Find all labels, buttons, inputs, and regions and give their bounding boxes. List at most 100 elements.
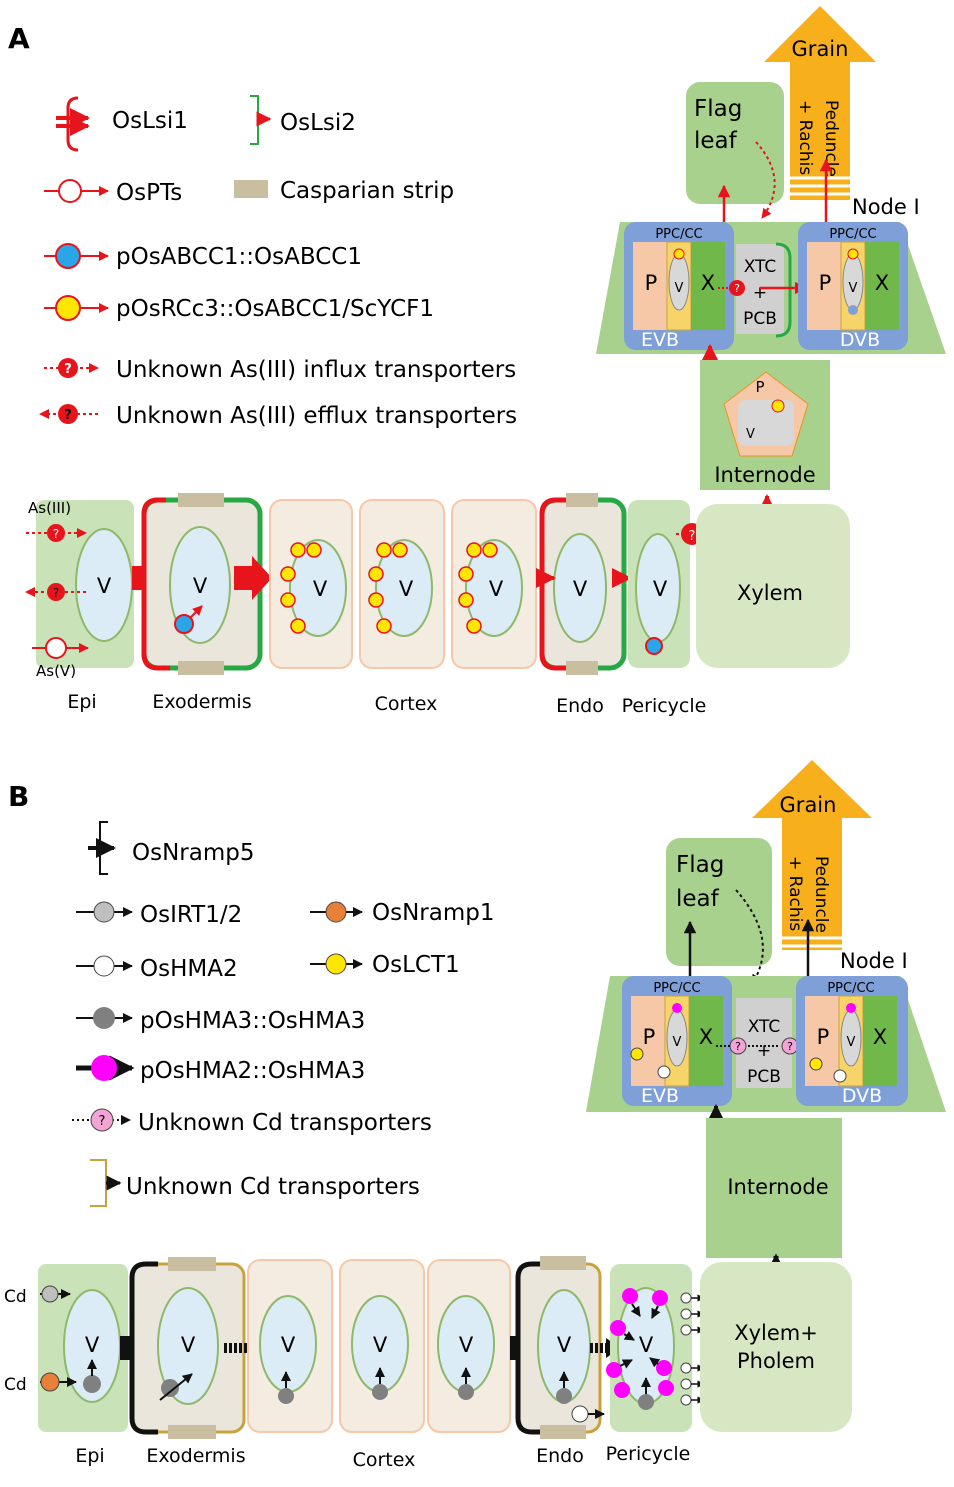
xylem-cell-b bbox=[700, 1262, 852, 1432]
epi-efflux-mark: ? bbox=[53, 586, 59, 600]
root-label-exo-a: Exodermis bbox=[152, 691, 251, 713]
flag-leaf-line2: leaf bbox=[694, 128, 738, 154]
cortex-v-a2: V bbox=[399, 577, 414, 601]
pcb-label-b: PCB bbox=[747, 1067, 781, 1087]
exo-v-b: V bbox=[181, 1333, 196, 1357]
lct1-symbol bbox=[325, 953, 347, 975]
legend-b: OsNramp5 OsIRT1/2 OsNramp1 OsHMA2 OsLCT1… bbox=[72, 821, 494, 1207]
dvb-p-b: P bbox=[817, 1025, 830, 1049]
dvb-ppc-b: PPC/CC bbox=[827, 981, 874, 996]
evb-label-b: EVB bbox=[641, 1085, 679, 1107]
legend-efflux: Unknown As(III) efflux transporters bbox=[116, 403, 517, 429]
dvb-v-b: V bbox=[847, 1035, 856, 1050]
flag-leaf-line2-b: leaf bbox=[676, 886, 720, 912]
epi-v-a: V bbox=[97, 574, 112, 598]
root-label-peri-b: Pericycle bbox=[606, 1443, 691, 1465]
flag-leaf-box-b bbox=[666, 838, 772, 966]
xtc-plus-b: + bbox=[757, 1041, 771, 1061]
internode-p: P bbox=[755, 378, 764, 396]
legend-influx: Unknown As(III) influx transporters bbox=[116, 357, 516, 383]
peri-v-a: V bbox=[653, 577, 668, 601]
root-a: V As(III) As(V) ? ? V V bbox=[25, 493, 850, 717]
cd-unknown-symbol bbox=[90, 1108, 114, 1132]
irt-symbol bbox=[93, 901, 115, 923]
root-label-cortex-a: Cortex bbox=[375, 693, 438, 715]
dvb-x-b: X bbox=[873, 1025, 887, 1049]
grain-arrow bbox=[764, 6, 876, 200]
legend-cd-unknown2: Unknown Cd transporters bbox=[126, 1174, 420, 1200]
peri-influx-mark: ? bbox=[689, 529, 696, 544]
influx-symbol bbox=[58, 358, 78, 378]
dvb-p: P bbox=[819, 271, 832, 295]
grain-label-b: Grain bbox=[780, 793, 837, 817]
dvb-label: DVB bbox=[840, 329, 880, 351]
evb-p-b: P bbox=[643, 1025, 656, 1049]
hma2hma3-symbol bbox=[91, 1055, 117, 1081]
efflux-mark: ? bbox=[64, 408, 72, 423]
root-label-endo-b: Endo bbox=[536, 1445, 584, 1467]
lsi1-symbol bbox=[56, 96, 90, 152]
casparian-symbol bbox=[234, 180, 268, 198]
xtc-label-b: XTC bbox=[748, 1017, 781, 1037]
evb-ppc: PPC/CC bbox=[655, 227, 702, 242]
dvb-label-b: DVB bbox=[842, 1085, 882, 1107]
internode-label-b: Internode bbox=[727, 1175, 828, 1199]
legend-lsi2: OsLsi2 bbox=[280, 110, 356, 136]
epi-v-b: V bbox=[85, 1333, 100, 1357]
node-label-b: Node I bbox=[840, 949, 908, 973]
internode-label: Internode bbox=[714, 463, 815, 487]
hma2-symbol bbox=[93, 955, 115, 977]
legend-lsi1: OsLsi1 bbox=[112, 108, 188, 134]
efflux-symbol bbox=[58, 404, 78, 424]
cortex-v-b3: V bbox=[459, 1333, 474, 1357]
legend-pts: OsPTs bbox=[116, 180, 182, 206]
xylem-line1-b: Xylem+ bbox=[734, 1321, 818, 1345]
node-unknown-mark: ? bbox=[734, 282, 740, 295]
rachis-label: + Rachis bbox=[795, 100, 815, 175]
dvb-ppc: PPC/CC bbox=[829, 227, 876, 242]
node-label: Node I bbox=[852, 195, 920, 219]
legend-a: OsLsi1 OsLsi2 OsPTs Casparian strip pOsA… bbox=[39, 95, 517, 429]
internode-box-b bbox=[706, 1118, 842, 1258]
cortex-v-a3: V bbox=[489, 577, 504, 601]
shoot-a: Grain Peduncle + Rachis Flag leaf Node I… bbox=[596, 6, 946, 514]
cortex-v-a1: V bbox=[313, 577, 328, 601]
legend-hma3: pOsHMA3::OsHMA3 bbox=[140, 1008, 365, 1034]
grain-label: Grain bbox=[792, 37, 849, 61]
flag-leaf-line1-b: Flag bbox=[676, 852, 724, 878]
node-unknown-mark-b1: ? bbox=[735, 1040, 741, 1053]
panel-b: B OsNramp5 OsIRT1/2 OsNramp1 OsHMA2 OsLC… bbox=[4, 760, 946, 1471]
xylem-line2-b: Pholem bbox=[737, 1349, 815, 1373]
node-unknown-mark-b2: ? bbox=[787, 1040, 793, 1053]
legend-rcc3: pOsRCc3::OsABCC1/ScYCF1 bbox=[116, 296, 434, 322]
xtc-plus: + bbox=[753, 283, 767, 303]
legend-cd-unknown: Unknown Cd transporters bbox=[138, 1110, 432, 1136]
dvb-x: X bbox=[875, 271, 889, 295]
peduncle-label-b: Peduncle bbox=[811, 856, 831, 933]
legend-nramp1: OsNramp1 bbox=[372, 900, 494, 926]
influx-mark: ? bbox=[64, 362, 72, 377]
endo-v-b: V bbox=[557, 1333, 572, 1357]
nramp1-symbol bbox=[325, 901, 347, 923]
legend-hma2: OsHMA2 bbox=[140, 956, 238, 982]
evb-ppc-b: PPC/CC bbox=[653, 981, 700, 996]
root-label-epi-a: Epi bbox=[67, 691, 96, 713]
peduncle-label: Peduncle bbox=[821, 100, 841, 177]
lsi2-symbol bbox=[250, 95, 272, 145]
abcc1-symbol bbox=[55, 243, 81, 269]
legend-nramp5: OsNramp5 bbox=[132, 840, 254, 866]
evb-label: EVB bbox=[641, 329, 679, 351]
root-label-cortex-b: Cortex bbox=[353, 1449, 416, 1471]
root-label-epi-b: Epi bbox=[75, 1445, 104, 1467]
rcc3-symbol bbox=[55, 295, 81, 321]
legend-abcc1: pOsABCC1::OsABCC1 bbox=[116, 244, 362, 270]
rachis-label-b: + Rachis bbox=[785, 856, 805, 931]
legend-lct1: OsLCT1 bbox=[372, 952, 460, 978]
evb-v: V bbox=[675, 281, 684, 296]
peri-v-b: V bbox=[639, 1333, 654, 1357]
xylem-label-a: Xylem bbox=[737, 581, 803, 605]
cd-unknown-mark: ? bbox=[99, 1114, 106, 1129]
xylem-cell-a bbox=[696, 504, 850, 668]
as3-label: As(III) bbox=[28, 499, 71, 517]
legend-irt: OsIRT1/2 bbox=[140, 902, 242, 928]
